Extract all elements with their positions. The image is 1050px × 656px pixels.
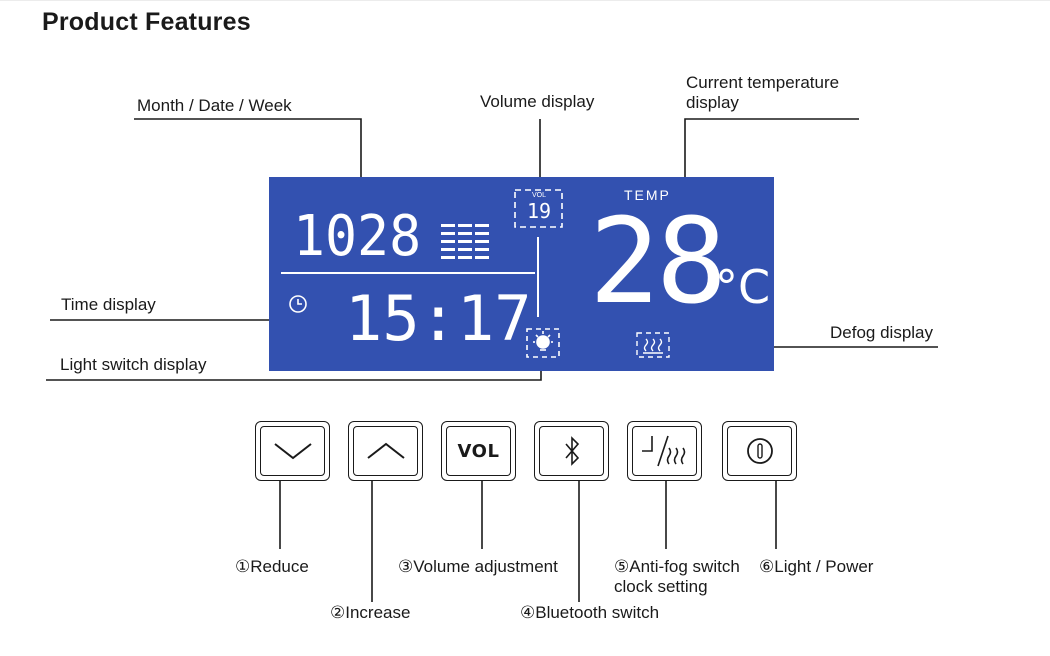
volume-button[interactable]: VOL — [441, 421, 516, 481]
vol-icon: VOL — [457, 440, 500, 462]
bluetooth-icon — [564, 436, 579, 466]
label-increase: ②Increase — [330, 603, 411, 622]
temperature-unit: °C — [715, 260, 771, 314]
clock-defog-icon — [641, 435, 685, 467]
antifog-clock-button[interactable] — [627, 421, 702, 481]
label-reduce: ①Reduce — [235, 557, 309, 576]
temp-label: TEMP — [624, 187, 671, 203]
power-button[interactable] — [722, 421, 797, 481]
bluetooth-button[interactable] — [534, 421, 609, 481]
reduce-button[interactable] — [255, 421, 330, 481]
label-volume-adjustment: ③Volume adjustment — [398, 557, 558, 576]
label-antifog-clock: ⑤Anti-fog switch clock setting — [614, 557, 740, 596]
defog-icon — [636, 332, 670, 358]
volume-value: 19 — [526, 199, 552, 223]
temperature-value: 28 — [589, 192, 727, 330]
power-icon — [746, 438, 773, 464]
increase-button[interactable] — [348, 421, 423, 481]
volume-frame — [514, 189, 563, 228]
label-time-display: Time display — [61, 295, 156, 314]
light-bulb-icon — [526, 328, 560, 358]
label-current-temperature: Current temperature display — [686, 73, 840, 112]
volume-label: VOL — [531, 192, 546, 199]
label-month-date-week: Month / Date / Week — [137, 96, 292, 115]
lcd-display: 1028 15:17 VOL 19 TEMP 28 °C — [269, 177, 774, 371]
date-digits: 1028 — [293, 204, 422, 269]
label-defog-display: Defog display — [830, 323, 934, 342]
label-light-switch-display: Light switch display — [60, 355, 207, 374]
page-title: Product Features — [42, 8, 251, 36]
label-light-power: ⑥Light / Power — [759, 557, 874, 576]
clock-icon — [289, 295, 307, 313]
week-segments-icon — [441, 224, 489, 259]
label-bluetooth-switch: ④Bluetooth switch — [520, 603, 660, 622]
label-volume-display: Volume display — [480, 92, 595, 111]
top-divider — [0, 0, 1050, 1]
chevron-up-icon — [366, 442, 405, 459]
lcd-graphics — [281, 189, 670, 358]
chevron-down-icon — [273, 443, 312, 460]
time-digits: 15:17 — [345, 282, 532, 355]
